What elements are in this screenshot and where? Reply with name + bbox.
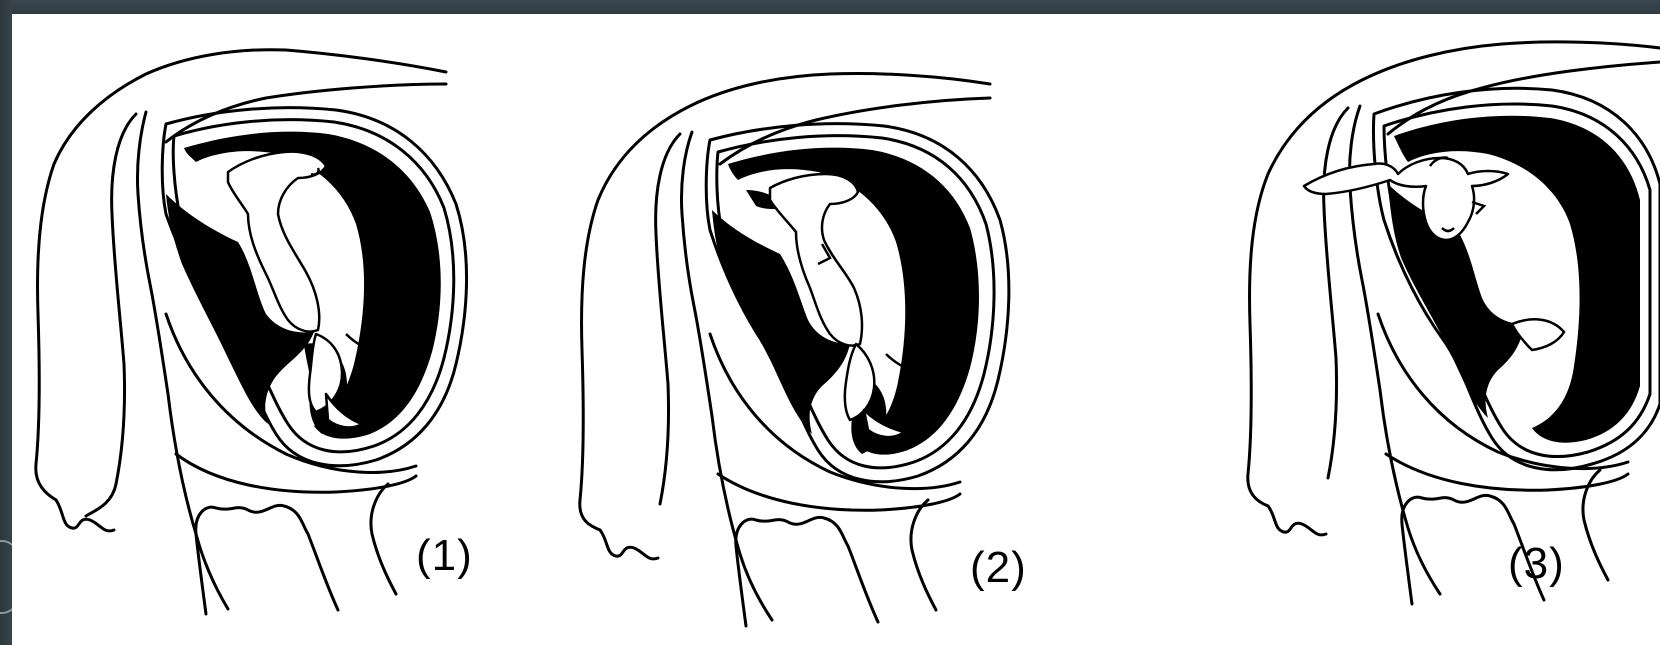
diagram-canvas: (1) <box>12 14 1660 645</box>
diagram-panel-2: (2) <box>550 14 1110 645</box>
panel-label-2: (2) <box>970 546 1027 590</box>
diagram-panel-1: (1) <box>16 14 546 645</box>
diagram-panel-3: (3) <box>1112 14 1660 645</box>
window-left-edge <box>0 0 12 645</box>
panel-label-1: (1) <box>416 534 473 578</box>
calf-in-uterus-illustration-icon <box>1112 14 1660 645</box>
panel-label-3: (3) <box>1508 542 1565 586</box>
